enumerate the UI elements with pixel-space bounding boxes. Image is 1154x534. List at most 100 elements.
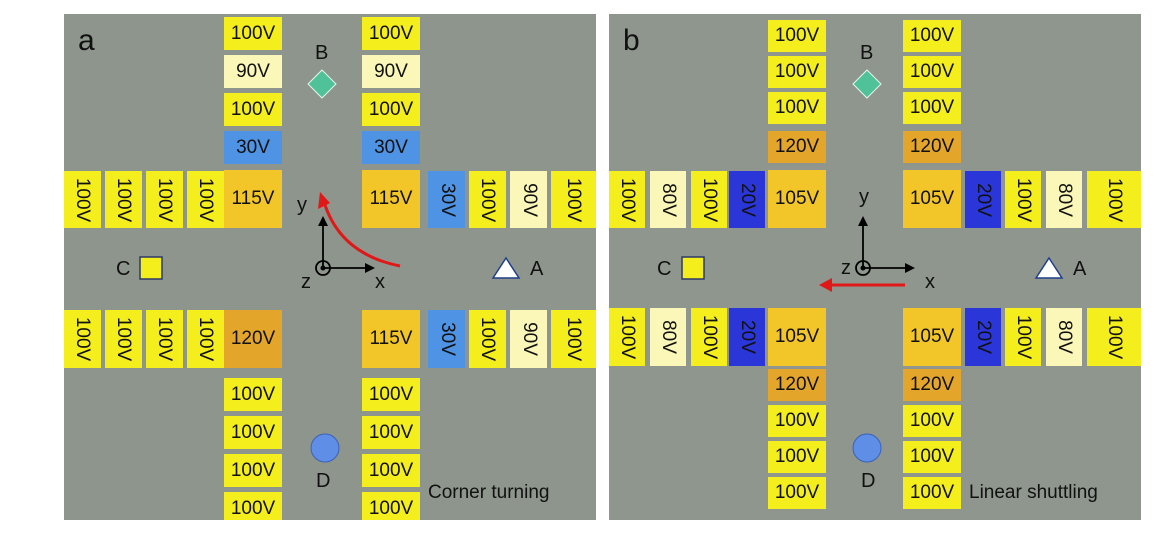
electrode-top-right: 100V: [903, 20, 961, 52]
electrode-voltage-label: 100V: [368, 497, 414, 519]
electrode-bottom-right: 100V: [903, 441, 961, 473]
electrode-left-lower: 100V: [146, 310, 183, 368]
overlay-graphics: [139, 69, 521, 463]
electrode-voltage-label: 100V: [909, 25, 955, 46]
x-axis-arrowhead: [905, 263, 915, 273]
y-axis-arrowhead: [858, 216, 868, 226]
electrode-top-right: 100V: [362, 93, 420, 126]
electrode-voltage-label: 100V: [774, 25, 820, 46]
electrode-voltage-label: 90V: [374, 60, 408, 82]
electrode-left-upper: 100V: [105, 171, 142, 228]
electrode-voltage-label: 115V: [231, 188, 275, 209]
electrode-bottom-left: 100V: [224, 454, 282, 487]
electrode-voltage-label: 100V: [909, 446, 955, 467]
electrode-bottom-left: 100V: [224, 378, 282, 411]
electrode-voltage-label: 100V: [368, 421, 414, 443]
marker-d-label: D: [861, 470, 876, 492]
electrode-bottom-right: 100V: [903, 405, 961, 437]
electrode-top-left: 100V: [768, 92, 826, 124]
electrode-right-lower: 100V: [551, 310, 596, 368]
electrode-left-upper: 100V: [609, 171, 645, 228]
electrode-voltage-label: 100V: [368, 98, 414, 120]
electrode-right-lower: 80V: [1046, 308, 1082, 366]
y-axis-label: y: [859, 186, 869, 208]
z-axis-label: z: [301, 271, 311, 293]
electrode-bottom-left: 100V: [768, 441, 826, 473]
electrode-voltage-label: 30V: [236, 136, 270, 158]
electrode-voltage-label: 100V: [774, 446, 820, 467]
electrode-top-right: 100V: [903, 56, 961, 88]
z-axis-dot-icon: [320, 265, 326, 271]
marker-d-circle: [310, 433, 340, 463]
marker-c-label: C: [116, 258, 131, 280]
electrode-voltage-label: 100V: [909, 61, 955, 82]
electrode-bottom-right: 100V: [362, 378, 420, 411]
electrode-top-left: 100V: [768, 20, 826, 52]
electrode-voltage-label: 100V: [230, 421, 276, 443]
electrode-voltage-label: 100V: [230, 22, 276, 44]
electrode-voltage-label: 100V: [368, 383, 414, 405]
z-axis-out-of-plane-icon: [855, 260, 871, 276]
electrode-bottom-right: 100V: [362, 454, 420, 487]
electrode-right-upper: 100V: [469, 171, 506, 228]
panel-letter: b: [623, 24, 640, 57]
electrode-left-lower: 80V: [650, 308, 686, 366]
electrode-top-right: 100V: [362, 17, 420, 50]
panel-caption: Corner turning: [428, 482, 550, 503]
electrode-right-lower: 30V: [428, 310, 465, 368]
corner-electrode-bottom-left: 105V: [768, 308, 826, 366]
electrode-bottom-left: 120V: [768, 369, 826, 401]
electrode-right-upper: 30V: [428, 171, 465, 228]
electrode-top-left: 100V: [768, 56, 826, 88]
electrode-voltage-label: 100V: [909, 482, 955, 503]
electrode-voltage-label: 100V: [774, 97, 820, 118]
corner-electrode-bottom-left: 120V: [224, 310, 282, 368]
electrode-right-upper: 100V: [1087, 171, 1141, 228]
marker-b-label: B: [315, 42, 329, 64]
panel-letter: a: [78, 24, 95, 57]
electrode-top-left: 120V: [768, 131, 826, 163]
panel-b-linear-shuttling: b 100V 100V 100V 120V 100V 100V 100V 120V 120V 10…: [609, 14, 1141, 520]
electrode-top-left: 90V: [224, 55, 282, 88]
electrode-voltage-label: 105V: [909, 326, 955, 347]
electrode-left-upper: 20V: [729, 171, 765, 228]
electrode-left-lower: 20V: [729, 308, 765, 366]
electrode-left-lower: 100V: [64, 310, 101, 368]
electrode-right-lower: 20V: [965, 308, 1001, 366]
panel-caption: Linear shuttling: [969, 482, 1098, 503]
x-axis-arrowhead: [365, 263, 375, 273]
electrode-left-upper: 100V: [64, 171, 101, 228]
electrode-right-upper: 20V: [965, 171, 1001, 228]
electrode-voltage-label: 90V: [236, 60, 270, 82]
electrode-right-upper: 80V: [1046, 171, 1082, 228]
y-axis-label: y: [297, 194, 307, 216]
electrode-voltage-label: 120V: [909, 374, 955, 395]
electrode-left-lower: 100V: [187, 310, 224, 368]
electrode-left-upper: 100V: [691, 171, 727, 228]
electrode-bottom-right: 100V: [362, 492, 420, 520]
electrode-top-right: 120V: [903, 131, 961, 163]
electrode-right-lower: 100V: [469, 310, 506, 368]
marker-a-label: A: [1073, 258, 1087, 280]
z-axis-out-of-plane-icon: [315, 260, 331, 276]
corner-electrode-bottom-right: 115V: [362, 310, 420, 368]
electrode-voltage-label: 100V: [230, 383, 276, 405]
overlay-graphics: [681, 69, 1064, 463]
electrode-right-upper: 100V: [551, 171, 596, 228]
corner-electrode-bottom-right: 105V: [903, 308, 961, 366]
electrode-voltage-label: 120V: [774, 136, 820, 157]
marker-b-diamond: [852, 69, 882, 99]
electrode-voltage-label: 115V: [369, 328, 413, 349]
electrode-bottom-right: 100V: [903, 477, 961, 509]
electrode-left-lower: 100V: [105, 310, 142, 368]
electrode-voltage-label: 105V: [774, 326, 820, 347]
electrode-top-right: 90V: [362, 55, 420, 88]
marker-a-label: A: [530, 258, 544, 280]
electrode-left-lower: 100V: [609, 308, 645, 366]
electrode-left-lower: 100V: [691, 308, 727, 366]
corner-electrode-top-right: 115V: [362, 170, 420, 228]
x-axis-label: x: [375, 271, 385, 293]
marker-b-diamond: [307, 69, 337, 99]
electrode-voltage-label: 115V: [369, 188, 413, 209]
